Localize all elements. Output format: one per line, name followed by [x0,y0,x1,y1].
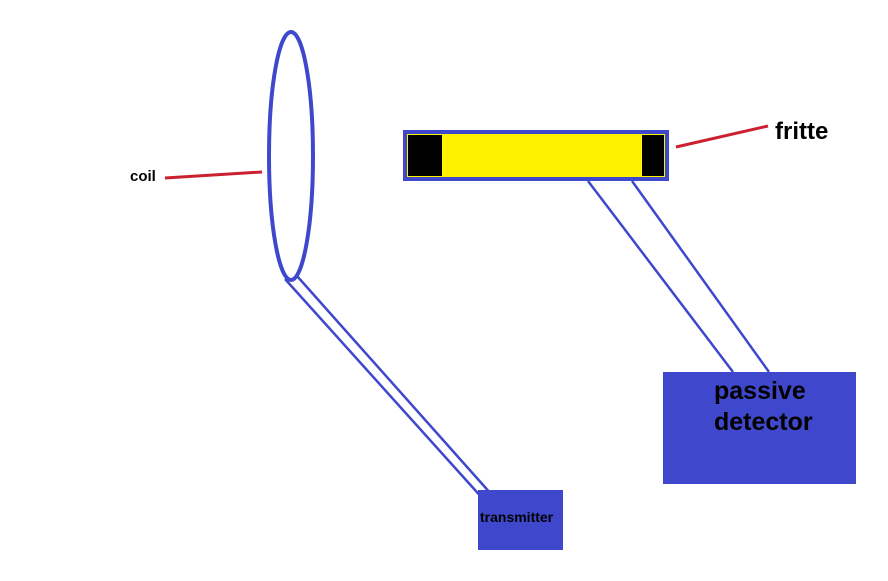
passive-detector-label-line2: detector [714,408,813,436]
coil-label: coil [130,168,156,185]
coil-loop [267,30,315,282]
coil-feed-line [296,275,493,496]
fritte-label: fritte [775,118,829,145]
fritte-right-electrode [642,135,664,176]
fritte-leader-line [675,124,769,149]
passive-detector-label-line1: passive [714,377,806,405]
coil-leader-line [164,170,263,180]
passive-detector-label: passive detector [714,376,813,438]
fritte-tube [403,130,669,181]
coil-feed-line [284,278,485,501]
fritte-left-electrode [408,135,442,176]
detector-feed-line [587,180,734,373]
detector-feed-line [630,180,771,373]
passive-detector-box [663,372,856,484]
transmitter-label: transmitter [480,509,554,525]
transmitter-box [478,490,563,550]
